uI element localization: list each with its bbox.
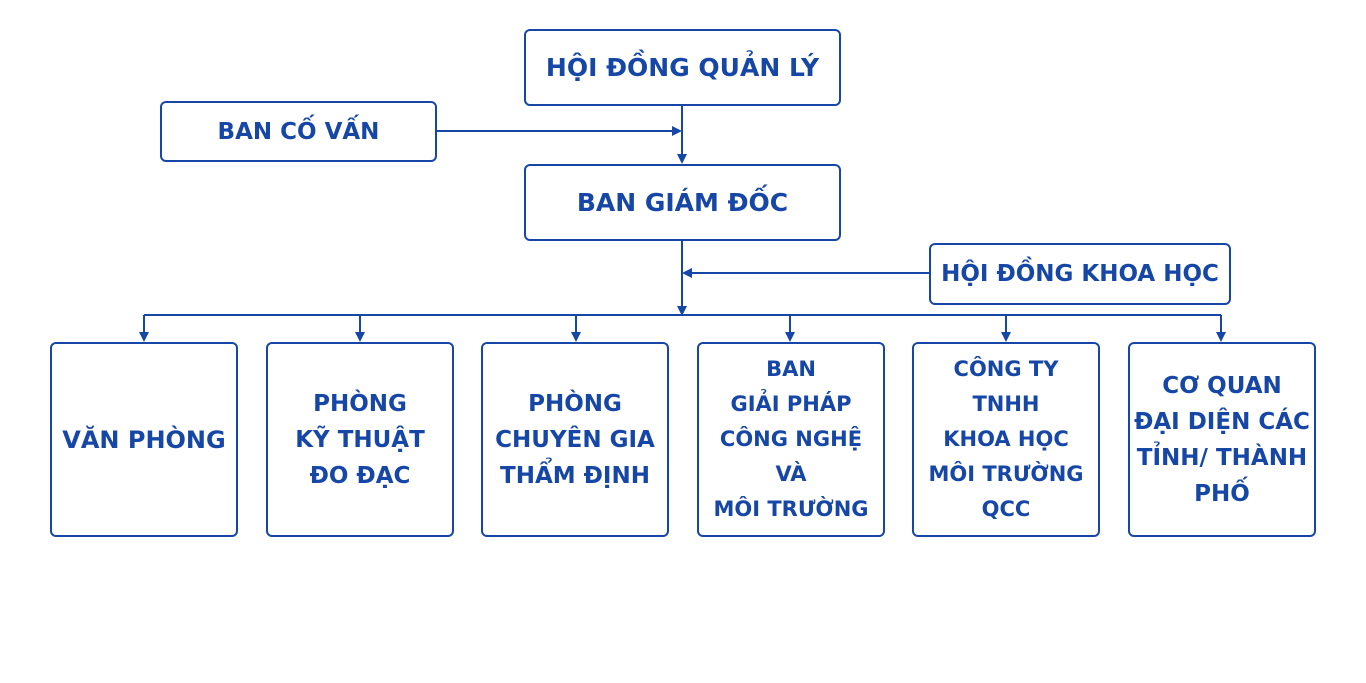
department-label: CƠ QUAN ĐẠI DIỆN CÁC TỈNH/ THÀNH PHỐ [1134,372,1310,507]
department-box-measurement: PHÒNG KỸ THUẬT ĐO ĐẠC [266,342,454,537]
department-label: BAN GIẢI PHÁP CÔNG NGHỆ VÀ MÔI TRƯỜNG [713,357,869,521]
science-council-box: HỘI ĐỒNG KHOA HỌC [929,243,1231,305]
department-label: CÔNG TY TNHH KHOA HỌC MÔI TRƯỜNG QCC [928,357,1084,521]
management-board-label: HỘI ĐỒNG QUẢN LÝ [545,53,820,82]
department-label: PHÒNG KỸ THUẬT ĐO ĐẠC [295,390,425,489]
department-box-office: VĂN PHÒNG [50,342,238,537]
board-of-directors-label: BAN GIÁM ĐỐC [576,188,789,217]
department-box-appraisal: PHÒNG CHUYÊN GIA THẨM ĐỊNH [481,342,669,537]
science-council-label: HỘI ĐỒNG KHOA HỌC [941,261,1219,287]
board-of-directors-box: BAN GIÁM ĐỐC [524,164,841,241]
management-board-box: HỘI ĐỒNG QUẢN LÝ [524,29,841,106]
department-label: PHÒNG CHUYÊN GIA THẨM ĐỊNH [495,390,655,489]
advisory-board-box: BAN CỐ VẤN [160,101,437,162]
department-box-company: CÔNG TY TNHH KHOA HỌC MÔI TRƯỜNG QCC [912,342,1100,537]
department-label: VĂN PHÒNG [62,425,226,454]
advisory-board-label: BAN CỐ VẤN [217,118,380,145]
department-box-solutions: BAN GIẢI PHÁP CÔNG NGHỆ VÀ MÔI TRƯỜNG [697,342,885,537]
department-box-provincial: CƠ QUAN ĐẠI DIỆN CÁC TỈNH/ THÀNH PHỐ [1128,342,1316,537]
